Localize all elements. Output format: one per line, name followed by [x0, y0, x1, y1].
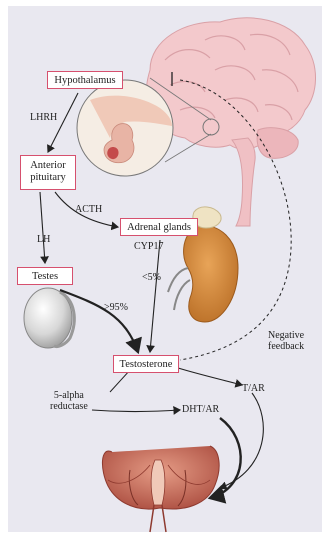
anterior-pituitary-line1: Anterior	[21, 160, 75, 172]
lh-label: LH	[37, 234, 50, 245]
cyp17-label: CYP17	[134, 241, 163, 252]
lt5-label: <5%	[142, 272, 161, 283]
five-alpha-line1: 5-alpha	[50, 390, 88, 401]
t-ar-label: T/AR	[242, 383, 265, 394]
anterior-pituitary-line2: pituitary	[21, 172, 75, 184]
lhrh-label: LHRH	[30, 112, 57, 123]
acth-label: ACTH	[75, 204, 102, 215]
five-alpha-line2: reductase	[50, 401, 88, 412]
gt95-label: >95%	[104, 302, 128, 313]
testes-box: Testes	[17, 267, 73, 285]
hypothalamus-box: Hypothalamus	[47, 71, 123, 89]
negative-feedback-line2: feedback	[268, 341, 304, 352]
testosterone-box: Testosterone	[113, 355, 179, 373]
five-alpha-reductase-label: 5-alpha reductase	[50, 390, 88, 412]
anterior-pituitary-box: Anterior pituitary	[20, 155, 76, 190]
negative-feedback-line1: Negative	[268, 330, 304, 341]
negative-feedback-label: Negative feedback	[268, 330, 304, 352]
dht-ar-label: DHT/AR	[182, 404, 219, 415]
adrenal-glands-box: Adrenal glands	[120, 218, 198, 236]
